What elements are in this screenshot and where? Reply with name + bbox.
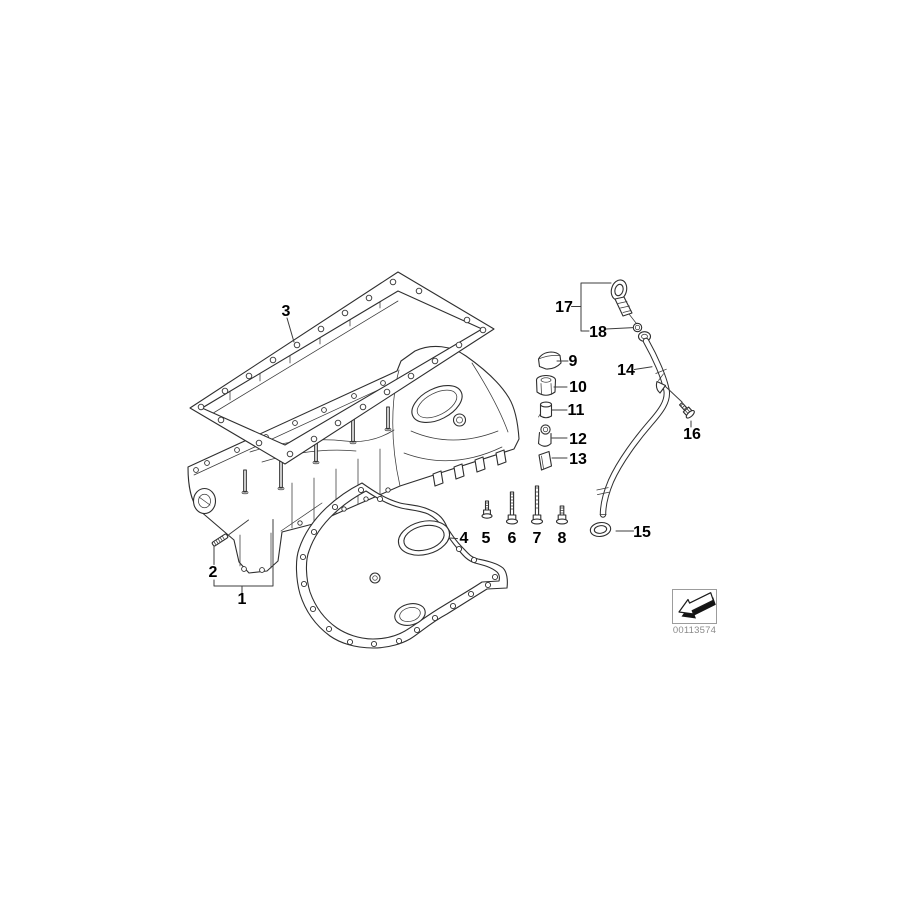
callout-15[interactable]: 15 [633,524,651,541]
plug-part11 [538,401,553,419]
cap-part13 [538,450,553,471]
oil-pan-gasket-part [189,271,495,465]
callout-7[interactable]: 7 [533,530,542,547]
callout-3[interactable]: 3 [282,303,291,320]
o-ring-seal-part4 [397,520,451,556]
plug-part12 [537,424,552,447]
timing-cover-gasket-part [295,482,508,649]
stud-bolt-part2 [211,533,229,547]
callout-16[interactable]: 16 [683,426,701,443]
callout-4[interactable]: 4 [460,530,469,547]
dipstick-guide-tube-part14 [596,337,671,518]
watermark: 00113574 [672,589,717,636]
image-code: 00113574 [673,625,716,636]
bolt-part6 [505,491,519,525]
bolt-part8 [555,505,569,525]
callout-9[interactable]: 9 [569,353,578,370]
direction-arrow-icon [678,592,714,615]
plug-part10 [535,374,557,396]
callout-12[interactable]: 12 [569,431,587,448]
callout-labels: 1 2 3 4 5 6 7 8 9 10 11 12 13 14 15 16 1… [209,299,701,608]
callout-13[interactable]: 13 [569,451,587,468]
o-ring-part15 [589,521,612,538]
dipstick-assembly [589,279,695,538]
callout-1[interactable]: 1 [238,591,247,608]
bolt-part7 [530,485,544,525]
callout-6[interactable]: 6 [508,530,517,547]
cap-part9 [537,351,562,370]
bolt-part16 [678,402,695,419]
o-ring-part18 [632,322,643,333]
callout-17[interactable]: 17 [555,299,573,316]
leader-lines [213,282,692,595]
callout-8[interactable]: 8 [558,530,567,547]
pan-studs [241,406,392,495]
bolt-part5 [481,500,493,519]
callout-18[interactable]: 18 [589,324,607,341]
callout-10[interactable]: 10 [569,379,587,396]
callout-14[interactable]: 14 [617,362,635,379]
callout-2[interactable]: 2 [209,564,218,581]
callout-5[interactable]: 5 [482,530,491,547]
callout-11[interactable]: 11 [568,402,585,419]
